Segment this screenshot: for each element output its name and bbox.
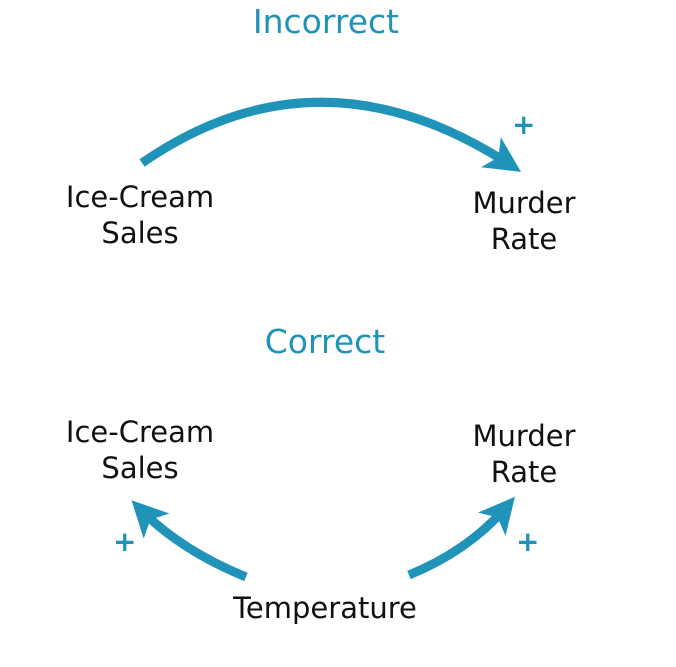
incorrect-link-polarity: + [512,108,536,141]
correct-right-link-polarity: + [516,525,540,558]
incorrect-effect-line1: Murder [472,186,576,220]
incorrect-cause-label: Ice-Cream Sales [40,179,240,251]
incorrect-effect-label: Murder Rate [444,185,604,257]
correct-right-effect-line2: Rate [490,455,558,489]
incorrect-link-arrow [139,97,522,172]
correct-left-link-arrow [131,500,248,582]
correct-left-effect-line2: Sales [101,451,179,485]
correct-right-link-arrow [407,496,515,580]
correct-heading: Correct [264,322,386,361]
correct-left-link-polarity: + [113,525,137,558]
incorrect-heading: Incorrect [252,2,400,41]
incorrect-cause-line2: Sales [101,216,179,250]
correct-right-effect-label: Murder Rate [444,418,604,490]
correct-left-effect-label: Ice-Cream Sales [40,414,240,486]
correct-cause-label: Temperature [233,591,417,625]
incorrect-cause-line1: Ice-Cream [65,180,215,214]
correct-left-effect-line1: Ice-Cream [65,415,215,449]
incorrect-effect-line2: Rate [490,222,558,256]
correct-right-effect-line1: Murder [472,419,576,453]
